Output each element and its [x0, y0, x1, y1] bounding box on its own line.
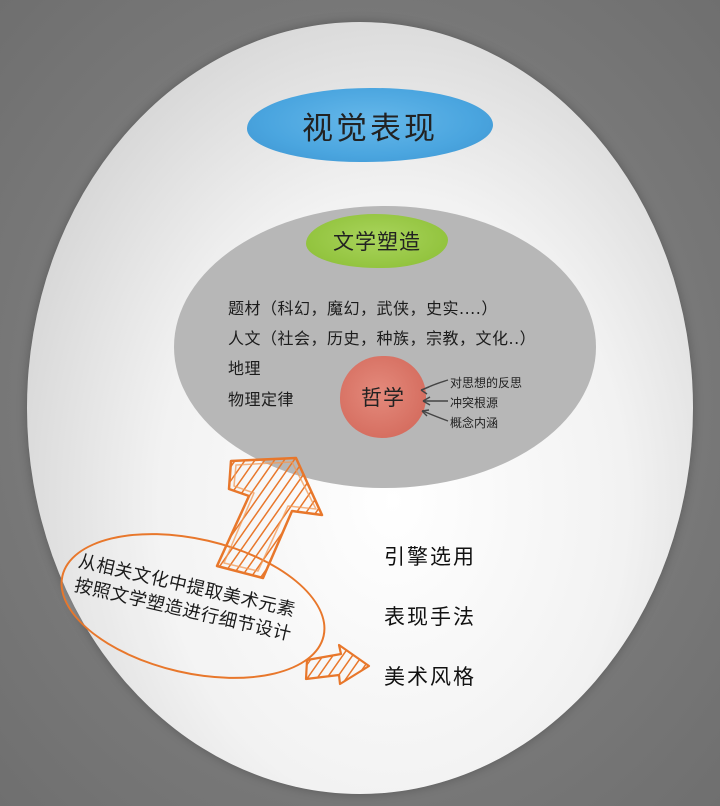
- topic-geography: 地理: [228, 359, 262, 378]
- philosophy-note-conflict: 冲突根源: [450, 396, 499, 410]
- literary-shaping-label: 文学塑造: [306, 214, 448, 268]
- topic-physics: 物理定律: [228, 390, 295, 409]
- engine-selection-label: 引擎选用: [384, 545, 476, 569]
- visual-expression-label: 视觉表现: [247, 88, 493, 162]
- philosophy-note-concept: 概念内涵: [450, 416, 499, 430]
- art-style-label: 美术风格: [384, 665, 476, 689]
- philosophy-note-reflection: 对思想的反思: [450, 376, 523, 390]
- topic-humanities: 人文（社会，历史，种族，宗教，文化..）: [228, 329, 537, 348]
- expression-technique-label: 表现手法: [384, 605, 476, 629]
- philosophy-label: 哲学: [340, 356, 426, 438]
- topic-subject: 题材（科幻，魔幻，武侠，史实....）: [228, 299, 498, 318]
